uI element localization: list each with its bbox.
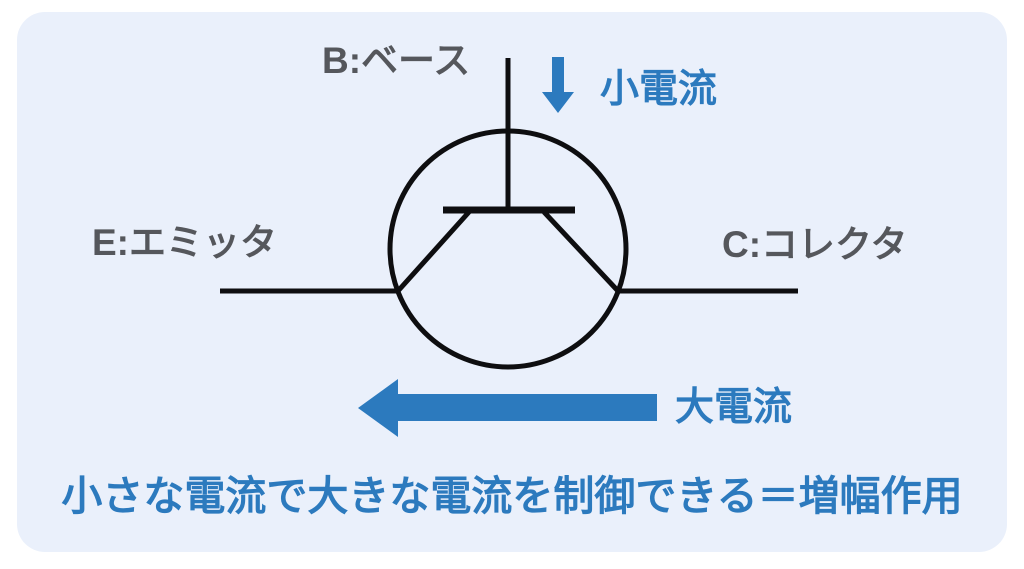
small-current-label: 小電流 [600,68,718,111]
emitter-diagonal-line [396,210,471,293]
caption-text: 小さな電流で大きな電流を制御できる＝増幅作用 [61,473,963,519]
large-current-label: 大電流 [675,386,793,429]
base-terminal-label: B:ベース [322,40,471,81]
collector-terminal-label: C:コレクタ [722,224,908,265]
diagram-card [17,12,1007,552]
small-current-arrow-icon [542,57,574,113]
large-current-arrow-icon [358,379,657,437]
emitter-terminal-label: E:エミッタ [92,222,277,263]
collector-diagonal-line [542,210,620,293]
